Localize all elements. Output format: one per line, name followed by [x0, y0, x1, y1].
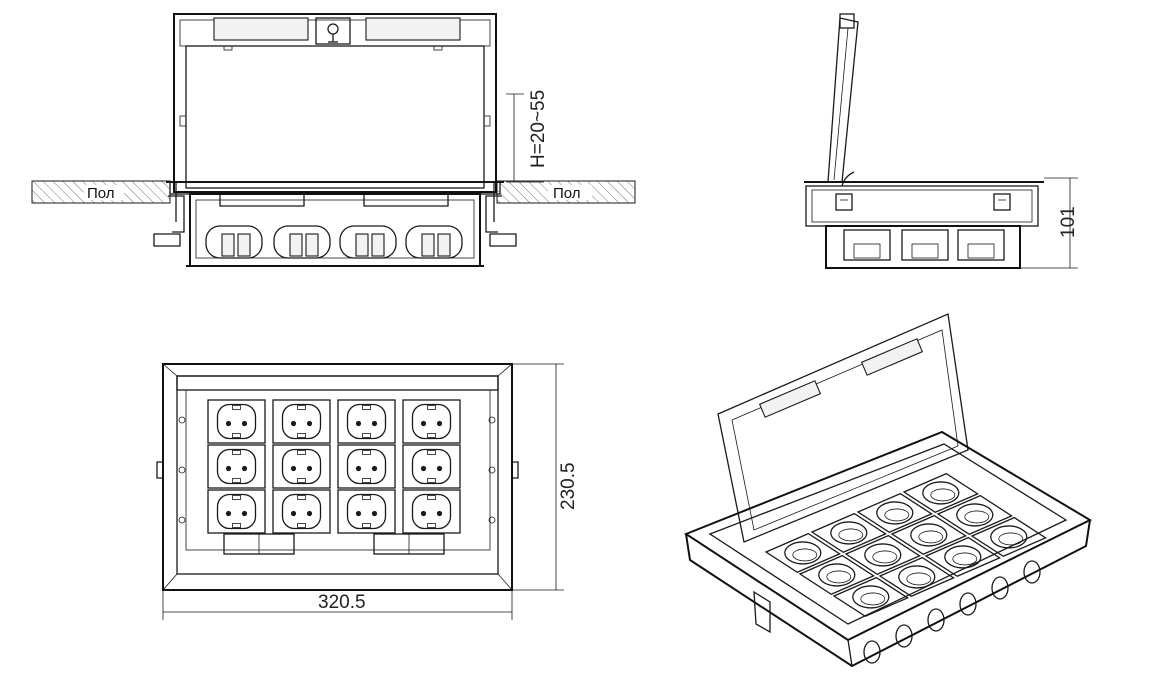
- top-view: 320.5 230.5: [156, 363, 579, 620]
- outlet: [402, 444, 461, 489]
- outlet: [337, 489, 396, 534]
- iso-outlet: [832, 576, 909, 617]
- iso-outlet: [764, 532, 841, 573]
- outlet: [207, 489, 266, 534]
- iso-outlet: [970, 516, 1047, 557]
- outlet: [402, 489, 461, 534]
- dim-width: 320.5: [318, 592, 366, 613]
- outlet: [272, 399, 331, 444]
- iso-outlet: [902, 472, 979, 513]
- iso-outlet: [924, 536, 1001, 577]
- floor-label-left: Пол: [87, 185, 115, 202]
- floor-label-right: Пол: [553, 185, 581, 202]
- dim-depth: 101: [1058, 206, 1079, 238]
- iso-outlet: [798, 554, 875, 595]
- outlet: [402, 399, 461, 444]
- outlet: [337, 444, 396, 489]
- dim-height: 230.5: [558, 462, 579, 510]
- iso-outlet: [856, 492, 933, 533]
- isometric-view: [683, 313, 1093, 668]
- iso-outlet: [844, 534, 921, 575]
- iso-outlet: [890, 514, 967, 555]
- outlet: [207, 444, 266, 489]
- lid-frame: [173, 13, 497, 193]
- outer-frame: [162, 363, 513, 591]
- dim-height-range: H=20~55: [528, 90, 549, 168]
- outlet-grid: [207, 399, 461, 534]
- iso-outlet: [810, 512, 887, 553]
- iso-outlet: [936, 494, 1013, 535]
- side-view: 101: [804, 13, 1079, 269]
- outlet: [207, 399, 266, 444]
- outlet: [272, 489, 331, 534]
- outlet: [337, 399, 396, 444]
- socket-connectors: [205, 225, 463, 259]
- iso-outlet: [878, 556, 955, 597]
- isometric-outlets: [764, 472, 1047, 617]
- front-section-view: Пол Пол: [31, 13, 636, 267]
- outlet: [272, 444, 331, 489]
